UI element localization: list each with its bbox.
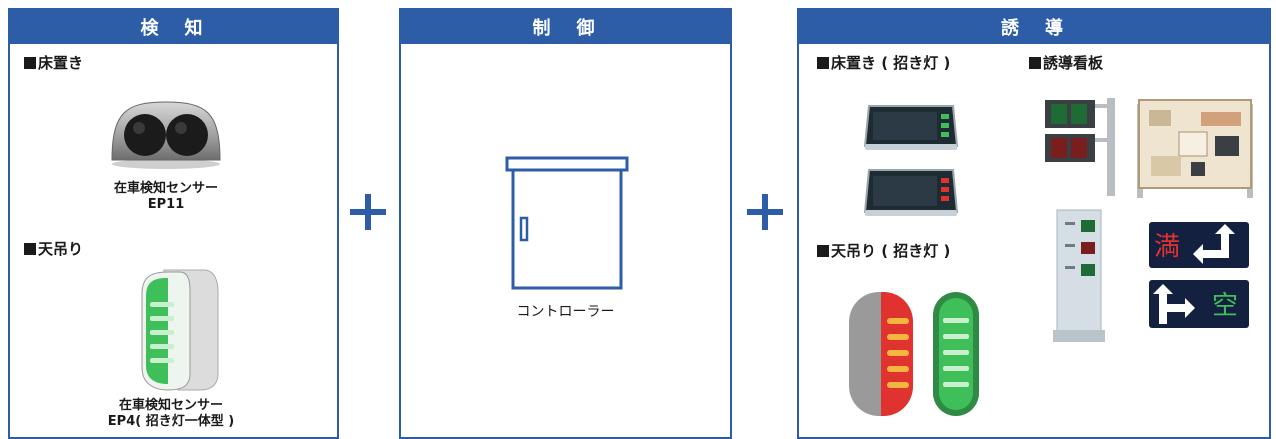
guide-floor-label: 床置き ( 招き灯 )	[817, 52, 950, 73]
full-sign-text: 満	[1154, 232, 1180, 262]
guide-panel: 誘 導 床置き ( 招き灯 ) 誘導看板 天吊り ( 招き灯 )	[797, 8, 1271, 439]
map-guide-sign-image	[1137, 99, 1253, 198]
plus-icon	[348, 192, 388, 232]
empty-direction-sign: 空	[1149, 280, 1249, 328]
controller-cabinet-icon	[505, 156, 629, 290]
plus-icon	[745, 192, 785, 232]
square-bullet-icon	[817, 245, 829, 257]
floor-guide-light-image	[863, 105, 959, 216]
square-bullet-icon	[24, 243, 36, 255]
ep11-caption: 在車検知センサー EP11	[113, 181, 218, 212]
control-panel-title: 制 御	[401, 10, 730, 44]
square-bullet-icon	[817, 57, 829, 69]
control-panel: 制 御 コントローラー	[399, 8, 732, 439]
guide-sign-label: 誘導看板	[1029, 52, 1103, 73]
square-bullet-icon	[1029, 57, 1041, 69]
empty-sign-text: 空	[1212, 291, 1238, 321]
ceiling-guide-light-image	[849, 292, 979, 416]
detect-panel: 検 知 床置き 在車検知センサー EP11 天吊り 在車検知セン	[8, 8, 339, 439]
right-turn-arrow-icon	[1153, 284, 1195, 324]
pole-guide-sign-image	[1045, 98, 1115, 196]
guide-panel-title: 誘 導	[799, 10, 1269, 44]
post-guide-sign-image	[1053, 209, 1105, 342]
ep11-sensor-image	[111, 101, 221, 169]
full-direction-sign: 満	[1149, 222, 1249, 268]
ep4-sensor-image	[141, 269, 219, 391]
detect-ceiling-label: 天吊り	[24, 238, 83, 259]
ep4-caption: 在車検知センサー EP4( 招き灯一体型 )	[107, 398, 235, 429]
controller-caption: コントローラー	[516, 304, 615, 320]
guide-ceiling-label: 天吊り ( 招き灯 )	[817, 240, 950, 261]
square-bullet-icon	[24, 57, 36, 69]
detect-panel-title: 検 知	[10, 10, 337, 44]
detect-floor-label: 床置き	[24, 52, 83, 73]
left-turn-arrow-icon	[1193, 224, 1235, 264]
